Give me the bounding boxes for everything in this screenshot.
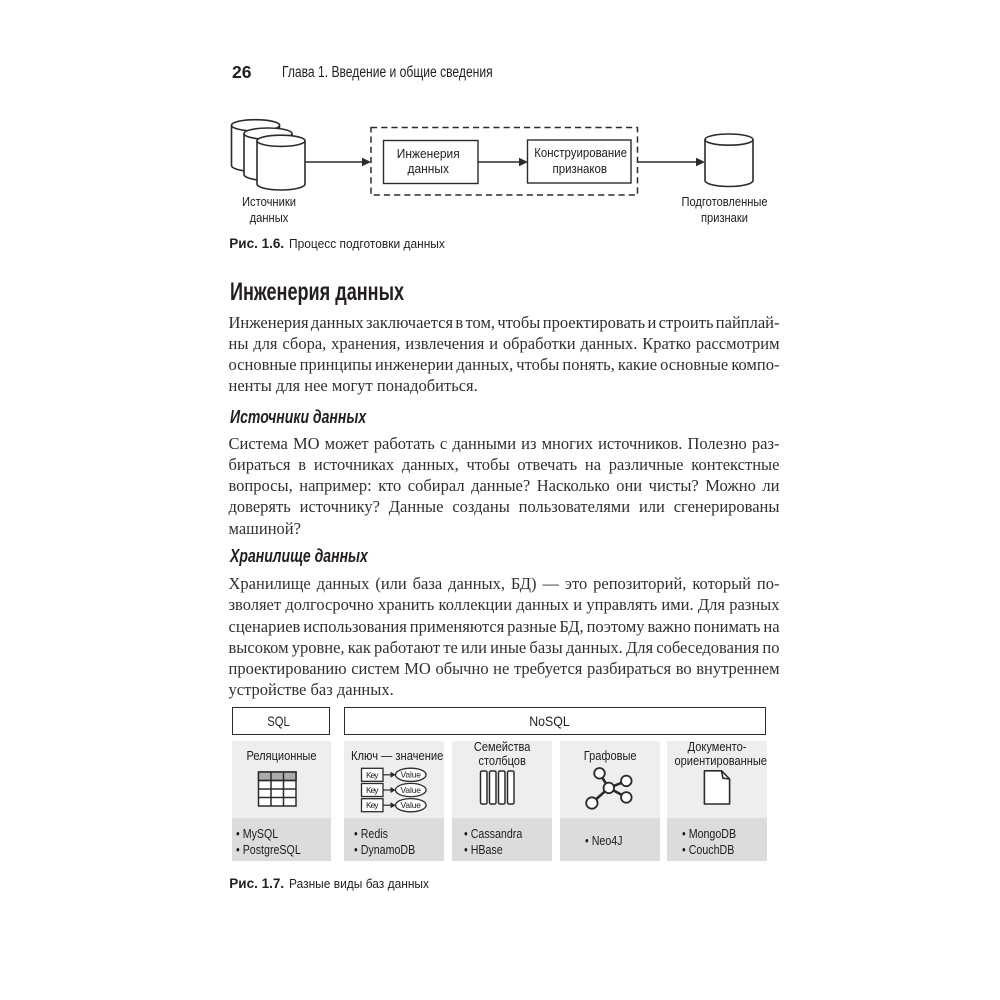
svg-text:Value: Value — [401, 770, 422, 780]
svg-text:Key: Key — [366, 785, 379, 795]
svg-text:Value: Value — [401, 800, 422, 810]
svg-text:Key: Key — [366, 800, 379, 810]
svg-text:Value: Value — [401, 785, 422, 795]
svg-text:Key: Key — [366, 770, 379, 780]
